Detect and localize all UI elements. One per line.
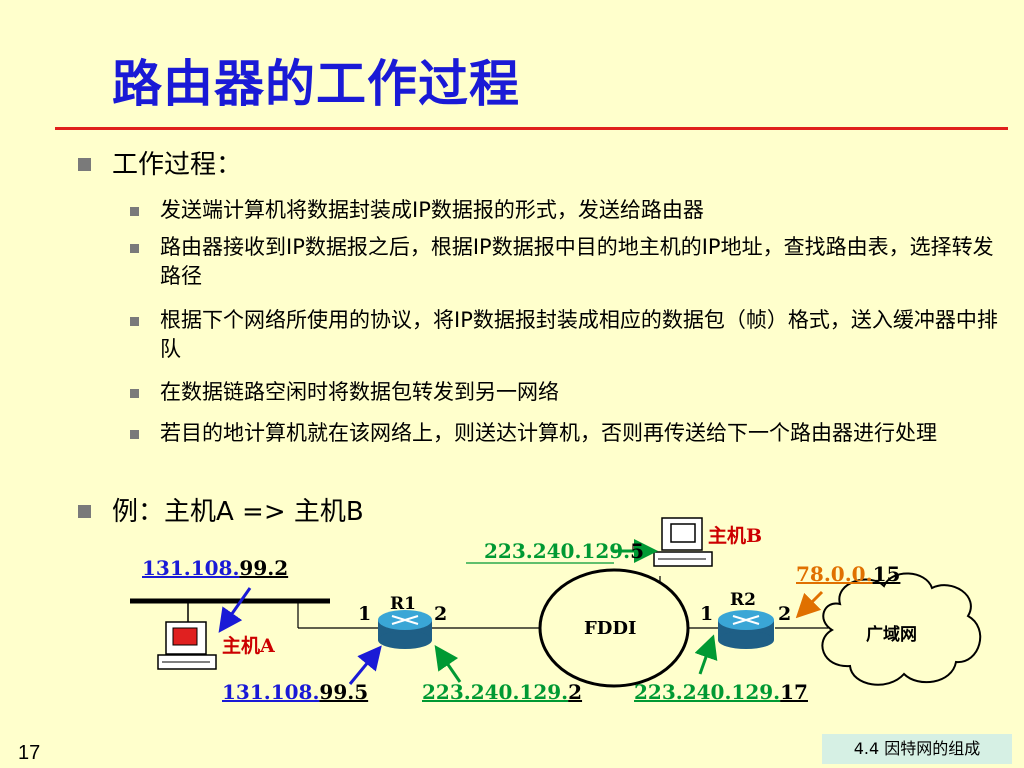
r1-label: R1 — [390, 594, 416, 614]
arrow-host-a — [218, 587, 252, 633]
host-b-label: 主机B — [708, 525, 763, 547]
arrow-r1-right — [434, 645, 462, 683]
bullet-level1 — [78, 505, 91, 518]
bullet-level2 — [130, 430, 139, 439]
wan-cloud-icon — [821, 572, 982, 686]
arrow-r2-right — [795, 590, 824, 619]
router-r1-icon — [378, 610, 432, 649]
r2-label: R2 — [730, 590, 756, 610]
title-underline — [55, 127, 1008, 130]
fddi-ring — [538, 568, 690, 688]
ip-r1-left: 131.108.99.5 — [222, 680, 369, 704]
example-heading: 例：主机A => 主机B — [112, 497, 364, 527]
step-1: 发送端计算机将数据封装成IP数据报的形式，发送给路由器 — [160, 198, 704, 222]
wan-label: 广域网 — [866, 625, 917, 645]
ip-r1-right: 223.240.129.2 — [422, 680, 583, 704]
arrow-r2-left — [694, 634, 718, 675]
r2-port-2: 2 — [778, 603, 792, 625]
section-heading: 工作过程： — [112, 150, 243, 180]
step-2: 路由器接收到IP数据报之后，根据IP数据报中目的地主机的IP地址，查找路由表，选… — [160, 235, 994, 288]
router-r2-icon — [718, 610, 774, 649]
ip-r2-left: 223.240.129.17 — [634, 680, 808, 704]
ip-host-b: 223.240.129.5 — [484, 539, 645, 563]
step-4: 在数据链路空闲时将数据包转发到另一网络 — [160, 380, 559, 404]
footer-section-label: 4.4 因特网的组成 — [822, 734, 1012, 764]
bullet-level1 — [78, 158, 91, 171]
r1-port-1: 1 — [358, 603, 372, 625]
arrow-r1-left — [348, 645, 382, 685]
r2-port-1: 1 — [700, 603, 714, 625]
bullet-level2 — [130, 389, 139, 398]
fddi-label: FDDI — [584, 618, 637, 639]
ip-r2-right: 78.0.0.15 — [796, 562, 901, 586]
step-3: 根据下个网络所使用的协议，将IP数据报封装成相应的数据包（帧）格式，送入缓冲器中… — [160, 308, 998, 361]
page-number: 17 — [18, 742, 41, 764]
bullet-level2 — [130, 317, 139, 326]
host-a-label: 主机A — [222, 635, 275, 657]
r1-port-2: 2 — [434, 603, 448, 625]
host-a-computer-icon — [157, 621, 217, 670]
bullet-level2 — [130, 207, 139, 216]
ip-host-a: 131.108.99.2 — [142, 556, 289, 580]
step-5: 若目的地计算机就在该网络上，则送达计算机，否则再传送给下一个路由器进行处理 — [160, 421, 937, 445]
host-b-computer-icon — [653, 517, 713, 567]
page-title: 路由器的工作过程 — [112, 55, 520, 113]
bullet-level2 — [130, 244, 139, 253]
